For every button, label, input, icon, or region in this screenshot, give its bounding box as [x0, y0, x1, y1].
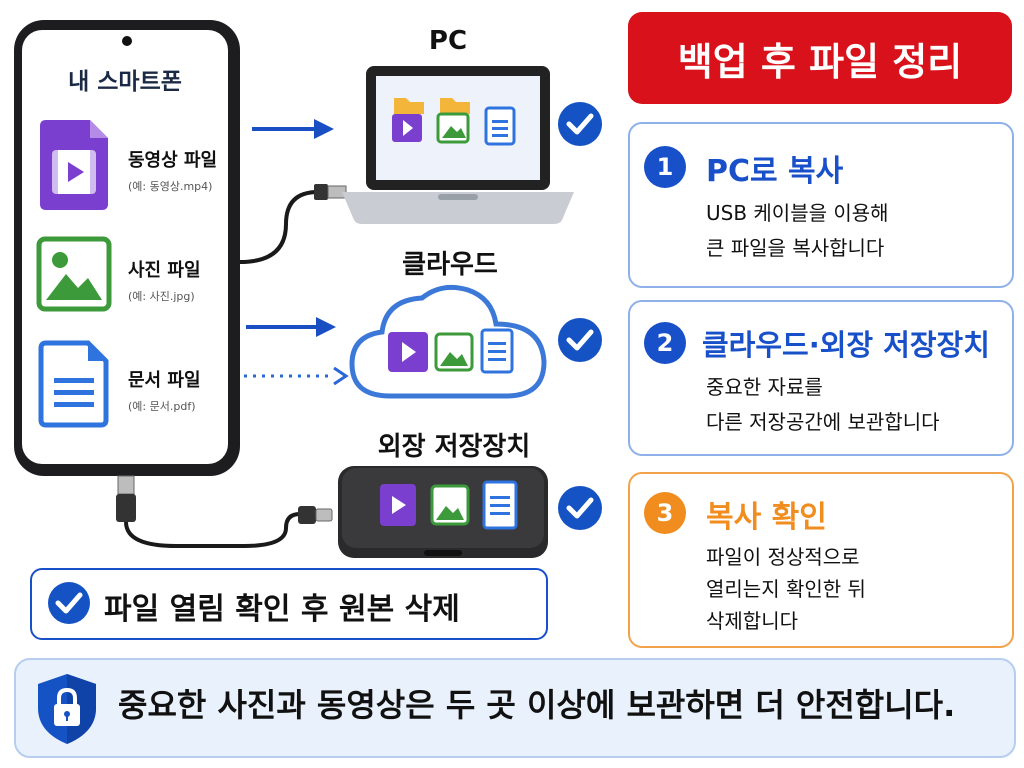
dotted-arrow	[244, 366, 349, 386]
step-title-1: PC로 복사	[706, 154, 844, 189]
step-title-3: 복사 확인	[706, 500, 827, 535]
pc-title: PC	[428, 26, 468, 56]
file-label-video: 동영상 파일	[128, 150, 218, 171]
step-desc-3-line-3: 삭제합니다	[706, 609, 798, 633]
check-icon-notice	[48, 582, 90, 624]
check-icon-pc	[558, 102, 602, 146]
step-number-1: 1	[644, 146, 686, 188]
external-storage-title: 외장 저장장치	[377, 432, 531, 462]
step-card-3	[628, 472, 1014, 648]
file-example-document: (예: 문서.pdf)	[128, 400, 196, 413]
delete-notice-text: 파일 열림 확인 후 원본 삭제	[104, 592, 460, 627]
step-title-2: 클라우드·외장 저장장치	[702, 328, 990, 362]
cloud-icon	[349, 284, 547, 399]
delete-notice-box	[30, 568, 548, 640]
check-icon-cloud	[558, 318, 602, 362]
shield-lock-icon	[38, 674, 96, 744]
file-example-image: (예: 사진.jpg)	[128, 290, 195, 303]
arrow-to-cloud	[246, 317, 336, 337]
step-desc-1-line-2: 큰 파일을 복사합니다	[706, 236, 885, 260]
step-desc-2-line-2: 다른 저장공간에 보관합니다	[706, 410, 940, 434]
headline: 백업 후 파일 정리	[628, 12, 1012, 104]
camera-icon	[122, 36, 132, 46]
laptop-icon	[342, 66, 574, 224]
step-desc-3-line-2: 열리는지 확인한 뒤	[706, 577, 866, 601]
step-card-2	[628, 300, 1014, 456]
footer-banner	[14, 658, 1016, 758]
step-desc-2-line-1: 중요한 자료를	[706, 375, 823, 399]
usb-cable-pc	[239, 190, 319, 264]
step-number-3: 3	[644, 492, 686, 534]
step-desc-3-line-1: 파일이 정상적으로	[706, 545, 860, 569]
phone-title: 내 스마트폰	[68, 69, 182, 95]
check-icon-external	[558, 486, 602, 530]
step-desc-1-line-1: USB 케이블을 이용해	[706, 201, 889, 225]
cloud-title: 클라우드	[402, 250, 498, 280]
file-label-document: 문서 파일	[128, 370, 201, 391]
usb-cable-external	[124, 512, 301, 548]
step-number-2: 2	[644, 322, 686, 364]
external-drive-icon	[338, 466, 548, 558]
footer-text: 중요한 사진과 동영상은 두 곳 이상에 보관하면 더 안전합니다.	[118, 686, 956, 724]
image-file-icon	[36, 236, 112, 312]
arrow-to-pc	[252, 119, 334, 139]
step-card-1	[628, 122, 1014, 288]
file-example-video: (예: 동영상.mp4)	[128, 180, 213, 193]
file-label-image: 사진 파일	[128, 260, 201, 281]
video-file-icon	[40, 120, 108, 210]
document-file-icon	[38, 340, 109, 428]
